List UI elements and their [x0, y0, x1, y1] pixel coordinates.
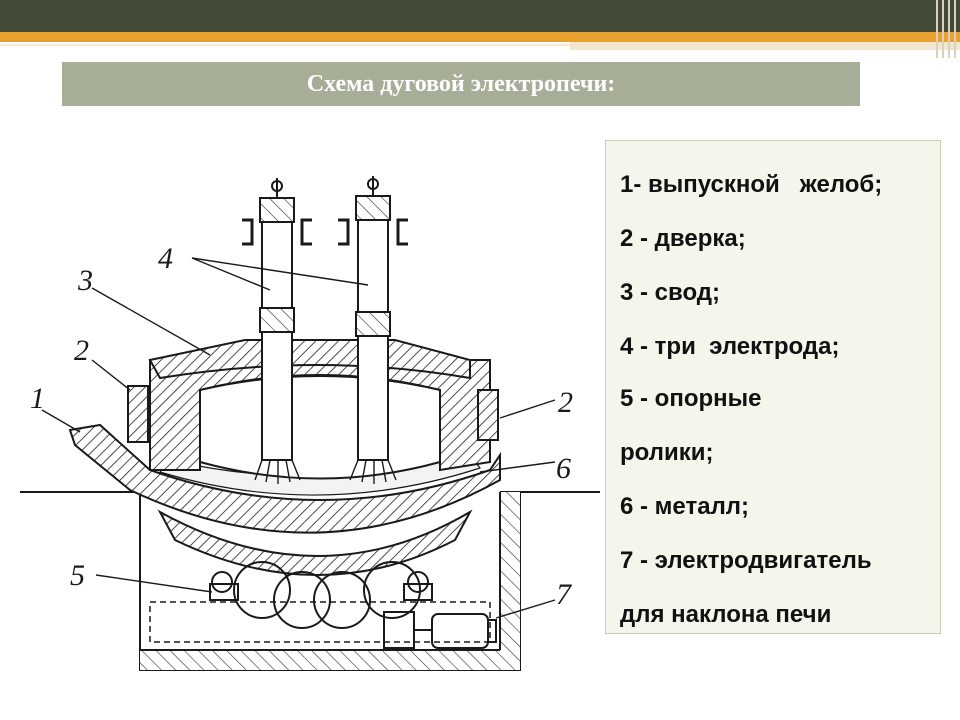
door-left	[127, 385, 149, 443]
callout-2-left: 2	[74, 334, 89, 367]
callout-3: 3	[77, 264, 93, 297]
callout-2-right: 2	[558, 386, 573, 419]
legend-item-7: 7 - электродвигатель	[620, 547, 872, 574]
legend-item-7-cont: для наклона печи	[620, 601, 832, 628]
callout-6: 6	[556, 452, 571, 485]
corner-decoration	[920, 0, 960, 60]
callout-1: 1	[30, 382, 45, 415]
tilt-motor	[383, 611, 497, 649]
header-light-stripe	[570, 42, 960, 50]
leader-lines	[41, 257, 556, 619]
callout-4: 4	[158, 242, 173, 275]
electrode-holders	[242, 218, 408, 246]
door-right	[477, 389, 499, 441]
electrodes	[254, 176, 397, 484]
pit-wall-right	[500, 492, 520, 670]
pit-floor	[140, 650, 520, 670]
legend-item-6: 6 - металл;	[620, 493, 750, 520]
header-thin-stripe	[0, 44, 570, 46]
roof	[148, 339, 471, 380]
legend-item-2: 2 - дверка;	[620, 225, 746, 252]
slide-title: Схема дуговой электропечи:	[306, 70, 616, 97]
furnace-cavity	[199, 375, 441, 480]
title-banner: Схема дуговой электропечи:	[62, 62, 860, 106]
legend-item-5: 5 - опорные	[620, 385, 762, 412]
tap-spout-and-hearth	[68, 423, 501, 534]
legend-item-3: 3 - свод;	[620, 279, 721, 306]
arc-furnace-diagram: 1 2 3 4 5 6 2 7	[20, 176, 600, 671]
support-rollers	[209, 561, 433, 629]
callout-7: 7	[556, 578, 573, 611]
legend-item-5-cont: ролики;	[620, 439, 714, 466]
header-accent-stripe	[0, 32, 960, 42]
base-frame	[149, 601, 491, 643]
legend-item-1: 1- выпускной желоб;	[620, 171, 883, 198]
legend-item-4: 4 - три электрода;	[620, 333, 840, 360]
rocker-segment	[157, 509, 473, 576]
callout-5: 5	[70, 559, 85, 592]
header-bar	[0, 0, 960, 32]
legend-box: 1- выпускной желоб; 2 - дверка; 3 - свод…	[605, 140, 941, 634]
